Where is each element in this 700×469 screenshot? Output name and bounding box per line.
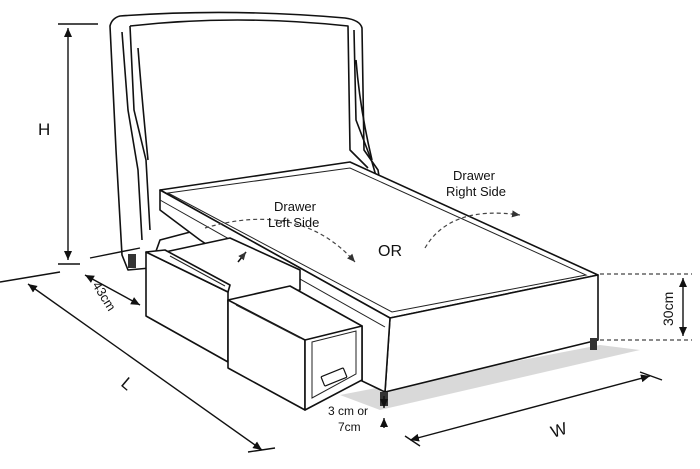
drawer-right-label-line1: Drawer [453,168,496,183]
drawer-direction-arrows [204,210,521,263]
height-label: H [38,120,50,139]
width-dimension [404,371,663,447]
depth-43-label: 43cm [89,279,119,314]
length-dimension [0,271,276,453]
clearance-label-line1: 3 cm or [328,404,368,418]
width-label: W [548,419,569,442]
height-dimension [58,23,98,265]
drawer-left-label-line1: Drawer [274,199,317,214]
or-label: OR [378,243,402,260]
height-30-dimension [600,273,692,341]
length-label: L [117,374,136,395]
drawer-left-label-line2: Left Side [268,215,319,230]
clearance-label-line2: 7cm [338,420,361,434]
height-30-label: 30cm [660,292,676,326]
drawer-right-label-line2: Right Side [446,184,506,199]
